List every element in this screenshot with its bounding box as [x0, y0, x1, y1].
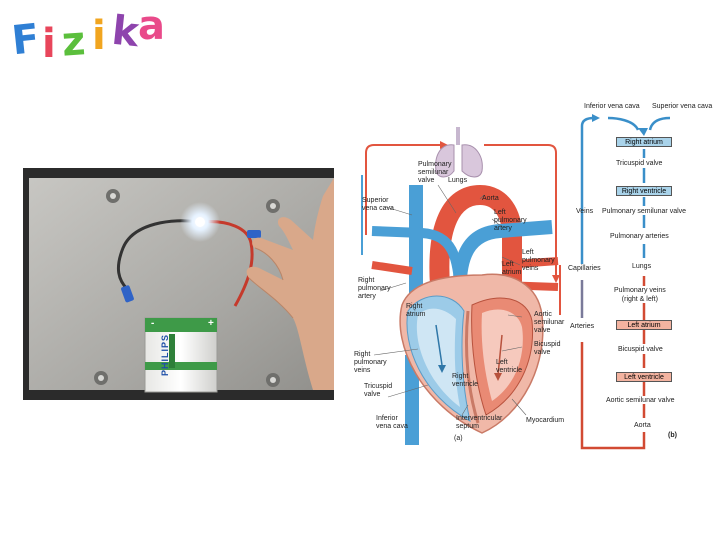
- flow-bicuspid-valve: Bicuspid valve: [618, 346, 663, 353]
- label-lungs: Lungs: [448, 177, 468, 184]
- logo-letter-4: i: [92, 13, 106, 59]
- flow-panel-b: (b): [668, 432, 677, 439]
- label-left-pulmonary-artery: Left pulmonary artery: [494, 209, 527, 232]
- circuit-photo: + - PHILIPS: [23, 168, 334, 400]
- label-superior-vena-cava: Superior vena cava: [362, 197, 394, 212]
- logo-letter-5: k: [109, 7, 141, 57]
- battery-plus-label: +: [208, 318, 214, 329]
- flow-aorta: Aorta: [634, 422, 651, 429]
- label-aorta: Aorta: [482, 195, 499, 202]
- logo-letter-3: z: [60, 18, 87, 66]
- label-inferior-vena-cava: Inferior vena cava: [376, 415, 408, 430]
- flow-tricuspid-valve: Tricuspid valve: [616, 160, 663, 167]
- heart-illustration: [361, 127, 561, 445]
- label-right-ventricle: Right ventricle: [452, 373, 479, 388]
- flow-lungs: Lungs: [632, 263, 652, 270]
- label-tricuspid-valve: Tricuspid valve: [364, 383, 393, 398]
- logo-letter-6: a: [138, 3, 165, 49]
- label-right-pulmonary-veins: Right pulmonary veins: [354, 351, 387, 374]
- flow-superior-vena-cava: Superior vena cava: [652, 103, 713, 110]
- logo-letter-2: i: [42, 21, 56, 67]
- label-myocardium: Myocardium: [526, 417, 565, 424]
- flow-pulmonary-veins: Pulmonary veins (right & left): [614, 287, 666, 303]
- flow-right-atrium: Right atrium: [616, 137, 672, 147]
- flow-arteries: Arteries: [570, 323, 595, 330]
- label-left-atrium: Left atrium: [502, 261, 522, 276]
- logo-letter-1: F: [9, 15, 42, 65]
- label-left-pulmonary-veins: Left pulmonary veins: [522, 249, 555, 272]
- flow-veins: Veins: [576, 208, 594, 215]
- circuit-photo-graphic: [23, 168, 334, 400]
- label-right-atrium: Right atrium: [406, 303, 426, 318]
- circulation-flowchart: Inferior vena cava Superior vena cava Ri…: [560, 98, 720, 454]
- flow-pulmonary-semilunar-valve: Pulmonary semilunar valve: [602, 208, 687, 215]
- label-left-ventricle: Left ventricle: [496, 359, 523, 374]
- label-bicuspid-valve: Bicuspid valve: [534, 341, 561, 356]
- label-aortic-semilunar-valve: Aortic semilunar valve: [534, 311, 565, 334]
- fizika-logo: F i z i k a: [9, 3, 172, 66]
- flow-capillaries: Capillaries: [568, 265, 601, 272]
- flow-inferior-vena-cava: Inferior vena cava: [584, 103, 640, 110]
- flow-right-ventricle: Right ventricle: [616, 186, 672, 196]
- flow-aortic-semilunar-valve: Aortic semilunar valve: [606, 397, 675, 404]
- label-right-pulmonary-artery: Right pulmonary artery: [358, 277, 391, 300]
- flowchart-lines: [580, 114, 671, 450]
- label-panel-a: (a): [454, 435, 463, 442]
- label-interventricular-septum: Interventricular septum: [456, 415, 503, 430]
- battery-minus-label: -: [151, 318, 155, 329]
- flow-pulmonary-arteries: Pulmonary arteries: [610, 233, 669, 240]
- battery-brand-label: PHILIPS: [160, 334, 170, 377]
- flow-left-atrium: Left atrium: [616, 320, 672, 330]
- flow-left-ventricle: Left ventricle: [616, 372, 672, 382]
- label-pulmonary-semilunar-valve: Pulmonary semilunar valve: [418, 161, 452, 184]
- heart-diagram: Lungs Pulmonary semilunar valve Superior…: [352, 115, 570, 445]
